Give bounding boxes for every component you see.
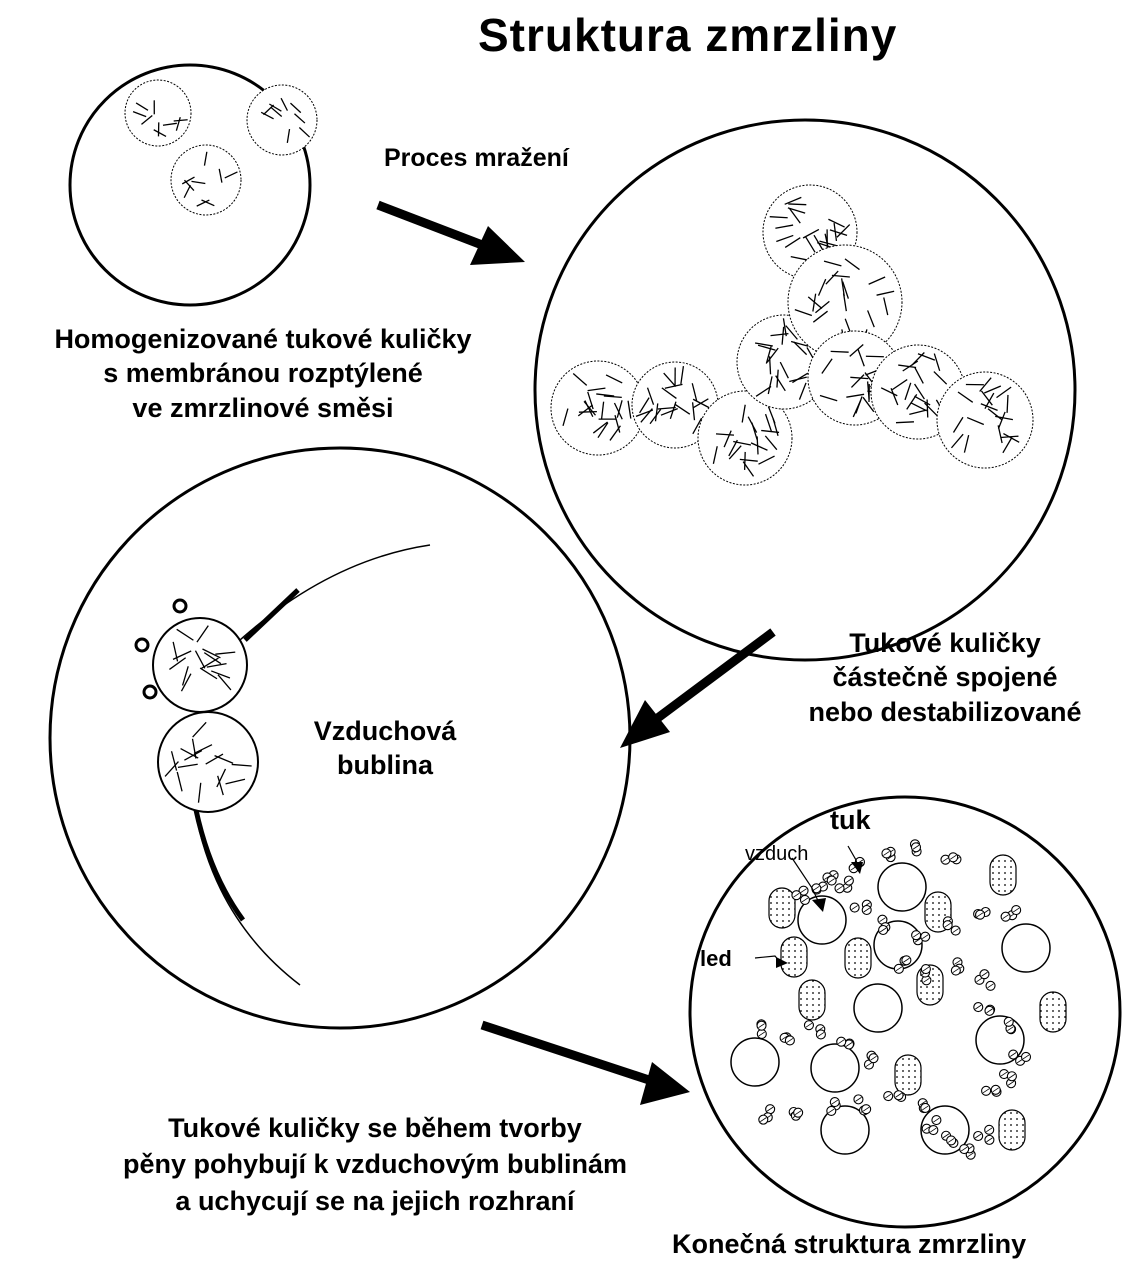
ice-crystal <box>999 1110 1025 1150</box>
partially-joined-label-line: částečně spojené <box>775 660 1115 694</box>
air-cell <box>811 1044 859 1092</box>
process-label: Proces mražení <box>384 143 569 175</box>
fat-globule <box>125 80 191 146</box>
foam-label: Tukové kuličky se během tvorby pěny pohy… <box>85 1110 665 1219</box>
partially-joined-label: Tukové kuličky částečně spojené nebo des… <box>775 626 1115 729</box>
fat-globule-cluster <box>551 185 1033 485</box>
foam-label-line: a uchycují se na jejich rozhraní <box>85 1183 665 1219</box>
fat-globule <box>153 618 247 712</box>
homogenized-label-line: Homogenizované tukové kuličky <box>8 322 518 356</box>
final-structure-label: Konečná struktura zmrzliny <box>672 1227 1026 1261</box>
ice-crystal <box>990 855 1016 895</box>
homogenized-mix-circle <box>70 65 317 305</box>
fat-label: tuk <box>830 803 871 837</box>
air-cell <box>731 1038 779 1086</box>
fat-globule <box>158 712 258 812</box>
fat-globules-on-bubble <box>136 600 258 812</box>
membrane-particle <box>144 686 156 698</box>
air-bubble-label-line: Vzduchová <box>300 714 470 748</box>
ice-label: led <box>700 945 732 973</box>
air-cell <box>1002 924 1050 972</box>
fat-globule <box>551 361 645 455</box>
membrane-particle <box>174 600 186 612</box>
ice-crystal <box>781 937 807 977</box>
partially-joined-label-line: Tukové kuličky <box>775 626 1115 660</box>
arrow-to-air-bubble <box>620 632 773 748</box>
ice-crystal <box>845 938 871 978</box>
fat-globules-small <box>125 80 317 215</box>
homogenized-label: Homogenizované tukové kuličky s membráno… <box>8 322 518 425</box>
fat-globule <box>937 372 1033 468</box>
page-title: Struktura zmrzliny <box>478 6 897 64</box>
arrow-freezing <box>378 205 525 265</box>
air-cell <box>854 984 902 1032</box>
partially-joined-circle <box>535 120 1075 660</box>
final-structure-content <box>731 840 1066 1159</box>
foam-label-line: Tukové kuličky se během tvorby <box>85 1110 665 1146</box>
partially-joined-label-line: nebo destabilizované <box>775 695 1115 729</box>
ice-crystal <box>1040 992 1066 1032</box>
fat-globule-chain <box>894 956 995 991</box>
ice-crystal <box>769 888 795 928</box>
fat-globule <box>171 145 241 215</box>
air-bubble-label-line: bublina <box>300 748 470 782</box>
foam-label-line: pěny pohybují k vzduchovým bublinám <box>85 1146 665 1182</box>
membrane-particle <box>136 639 148 651</box>
ice-crystal <box>799 980 825 1020</box>
air-cell <box>878 863 926 911</box>
air-bubble-label: Vzduchová bublina <box>300 714 470 783</box>
fat-globule <box>247 85 317 155</box>
ice-crystal <box>895 1055 921 1095</box>
arrow-to-final <box>482 1025 690 1105</box>
air-label: vzduch <box>745 842 808 867</box>
homogenized-label-line: ve zmrzlinové směsi <box>8 391 518 425</box>
homogenized-label-line: s membránou rozptýlené <box>8 356 518 390</box>
